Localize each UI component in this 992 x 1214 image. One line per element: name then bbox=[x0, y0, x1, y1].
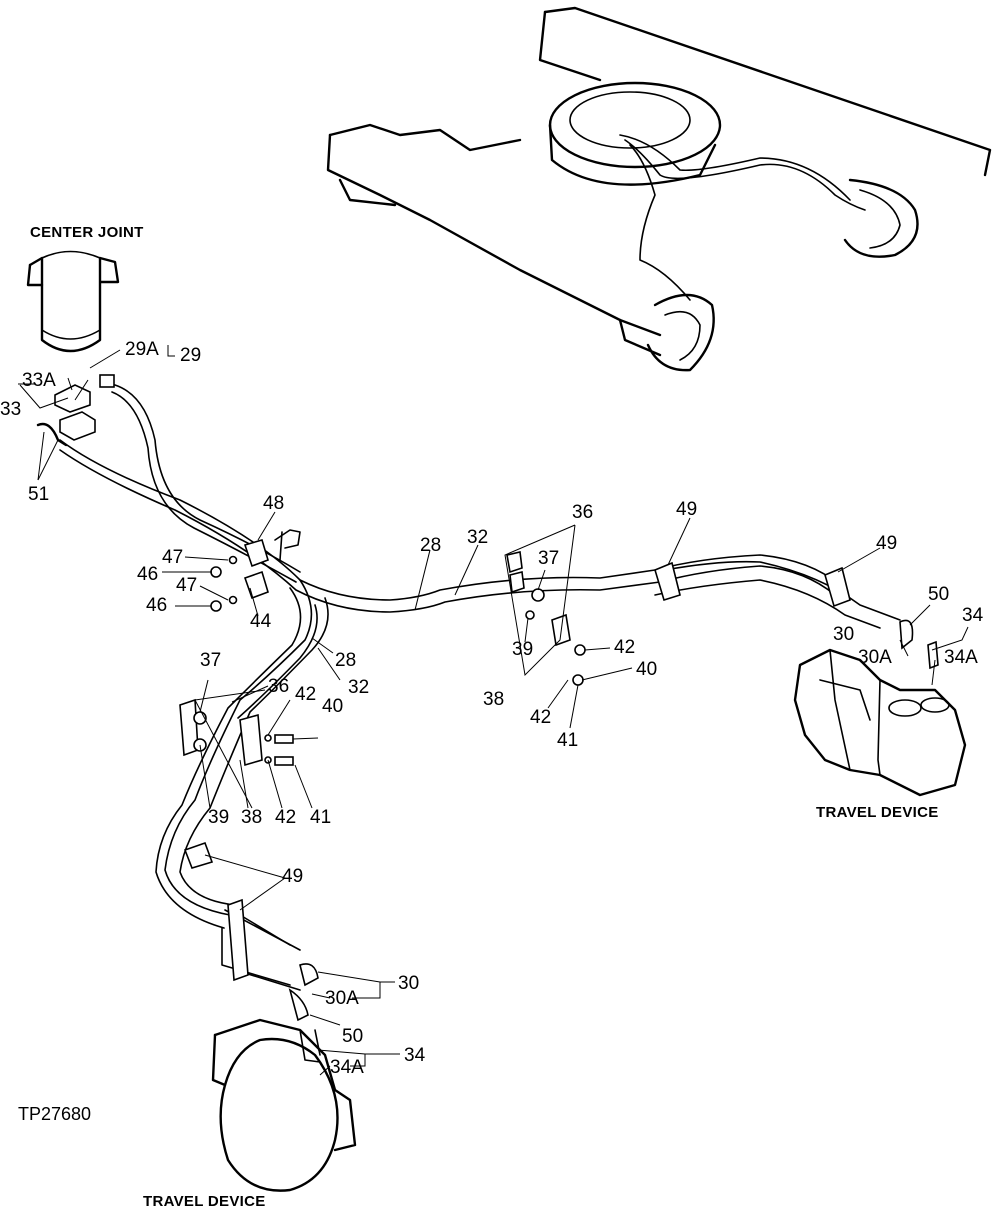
travel-device-right-drawing bbox=[793, 648, 967, 797]
callout-37-left: 37 bbox=[200, 650, 221, 671]
callout-40-right: 40 bbox=[636, 659, 657, 680]
callout-49-middle: 49 bbox=[676, 499, 697, 520]
callout-41-left: 41 bbox=[310, 807, 331, 828]
callout-32-lower: 32 bbox=[348, 677, 369, 698]
callout-44: 44 bbox=[250, 611, 272, 632]
callout-42-right-lower: 42 bbox=[530, 707, 551, 728]
figure-id: TP27680 bbox=[18, 1104, 91, 1124]
callout-39-right: 39 bbox=[512, 639, 533, 660]
callout-36-left: 36 bbox=[268, 676, 289, 697]
callout-28-upper: 28 bbox=[420, 535, 441, 556]
clamps-and-fittings bbox=[179, 529, 939, 1022]
center-joint-drawing bbox=[26, 250, 120, 447]
hose-routing bbox=[59, 384, 901, 991]
callout-51: 51 bbox=[28, 484, 49, 505]
center-joint-heading: CENTER JOINT bbox=[30, 224, 144, 241]
callout-46-upper: 46 bbox=[137, 564, 158, 585]
callout-49-lower: 49 bbox=[282, 866, 303, 887]
callout-40-left: 40 bbox=[322, 696, 343, 717]
callout-47-upper: 47 bbox=[162, 547, 183, 568]
callout-49-right: 49 bbox=[876, 533, 897, 554]
callout-labels: 29A 29 33A 33 51 48 47 46 47 46 44 28 32… bbox=[0, 339, 984, 1078]
callout-34a-lower: 34A bbox=[330, 1057, 364, 1078]
track-frame-drawing bbox=[326, 6, 992, 372]
callout-34a-right: 34A bbox=[944, 647, 978, 668]
callout-29: 29 bbox=[180, 345, 201, 366]
callout-42-right-upper: 42 bbox=[614, 637, 635, 658]
callout-29a: 29A bbox=[125, 339, 159, 360]
callout-42-left-upper: 42 bbox=[295, 684, 316, 705]
callout-32-upper: 32 bbox=[467, 527, 488, 548]
callout-41-right: 41 bbox=[557, 730, 578, 751]
travel-device-bottom-heading: TRAVEL DEVICE bbox=[143, 1193, 266, 1209]
callout-48: 48 bbox=[263, 493, 284, 514]
callout-46-lower: 46 bbox=[146, 595, 167, 616]
callout-39-left: 39 bbox=[208, 807, 229, 828]
callout-34-lower: 34 bbox=[404, 1045, 426, 1066]
callout-50-right: 50 bbox=[928, 584, 949, 605]
callout-30a-lower: 30A bbox=[325, 988, 359, 1009]
callout-38-right: 38 bbox=[483, 689, 504, 710]
travel-device-right-heading: TRAVEL DEVICE bbox=[816, 804, 939, 821]
callout-30a-right: 30A bbox=[858, 647, 892, 668]
callout-30-lower: 30 bbox=[398, 973, 419, 994]
callout-33: 33 bbox=[0, 399, 21, 420]
callout-34-right: 34 bbox=[962, 605, 984, 626]
callout-30-right: 30 bbox=[833, 624, 854, 645]
callout-33a: 33A bbox=[22, 370, 56, 391]
callout-37-right: 37 bbox=[538, 548, 559, 569]
leader-lines bbox=[18, 345, 969, 1076]
callout-50-lower: 50 bbox=[342, 1026, 363, 1047]
callout-42-left-lower: 42 bbox=[275, 807, 296, 828]
callout-38-left: 38 bbox=[241, 807, 262, 828]
callout-28-lower: 28 bbox=[335, 650, 356, 671]
callout-47-lower: 47 bbox=[176, 575, 197, 596]
callout-36-right: 36 bbox=[572, 502, 593, 523]
travel-device-bottom-drawing bbox=[211, 1018, 357, 1192]
